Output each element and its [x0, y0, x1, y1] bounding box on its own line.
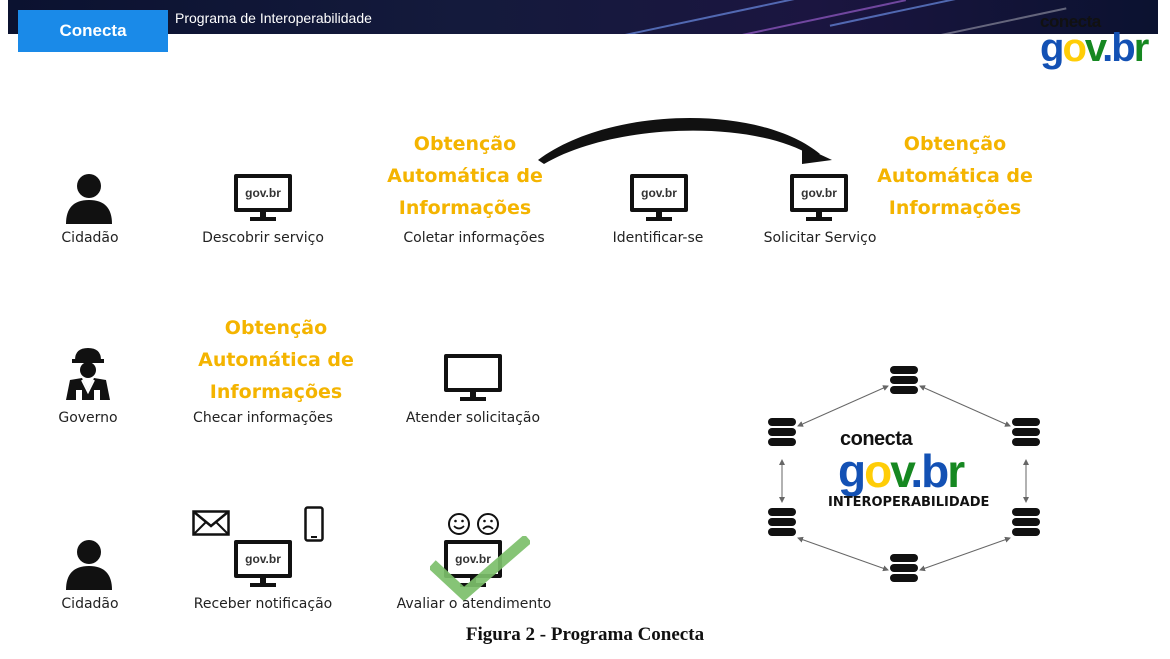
database-icons — [768, 366, 1040, 582]
checkmark-icon — [430, 536, 530, 602]
government-worker-icon — [66, 348, 110, 400]
logo-big-text: gov.br — [1040, 26, 1149, 70]
logo-small-text: conecta — [1040, 12, 1101, 31]
curved-arrow-icon — [538, 117, 832, 164]
center-logo-big-text: gov.br — [838, 445, 965, 497]
citizen-person-icon — [66, 174, 112, 224]
monitor-blank-icon — [444, 354, 502, 402]
monitor-icon: gov.br — [630, 174, 688, 222]
center-logo-small-text: conecta — [840, 428, 913, 450]
figure-caption: Figura 2 - Programa Conecta — [465, 624, 705, 645]
step-identify: Identificar-se — [612, 230, 704, 246]
actor-label-citizen-1: Cidadão — [61, 230, 119, 246]
step-receive-notification: Receber notificação — [193, 596, 333, 612]
smartphone-icon — [304, 506, 324, 542]
step-evaluate-service: Avaliar o atendimento — [396, 596, 552, 612]
center-conecta-govbr-logo: conecta gov.br INTEROPERABILIDADE — [828, 428, 1008, 510]
interoperability-network-diagram — [768, 366, 1040, 582]
actor-label-citizen-2: Cidadão — [61, 596, 119, 612]
monitor-icon: gov.br — [234, 174, 292, 222]
citizen-person-icon — [66, 540, 112, 590]
smiley-faces-icon — [448, 513, 499, 535]
step-collect-info: Coletar informações — [403, 230, 545, 246]
actor-label-government: Governo — [58, 410, 118, 426]
conecta-tab[interactable]: Conecta — [18, 10, 168, 52]
program-title: Programa de Interoperabilidade — [175, 10, 372, 26]
monitor-icon: gov.br — [790, 174, 848, 222]
conecta-govbr-logo: conecta gov.br — [1040, 12, 1160, 74]
header-banner — [8, 0, 1158, 34]
step-request-service: Solicitar Serviço — [763, 230, 877, 246]
step-attend-request: Atender solicitação — [405, 410, 541, 426]
step-discover-service: Descobrir serviço — [202, 230, 324, 246]
monitor-icon: gov.br — [444, 540, 502, 588]
step-check-info: Checar informações — [193, 410, 333, 426]
envelope-icon — [192, 510, 230, 536]
interoperability-label: INTEROPERABILIDADE — [828, 495, 990, 510]
monitor-icon: gov.br — [234, 540, 292, 588]
